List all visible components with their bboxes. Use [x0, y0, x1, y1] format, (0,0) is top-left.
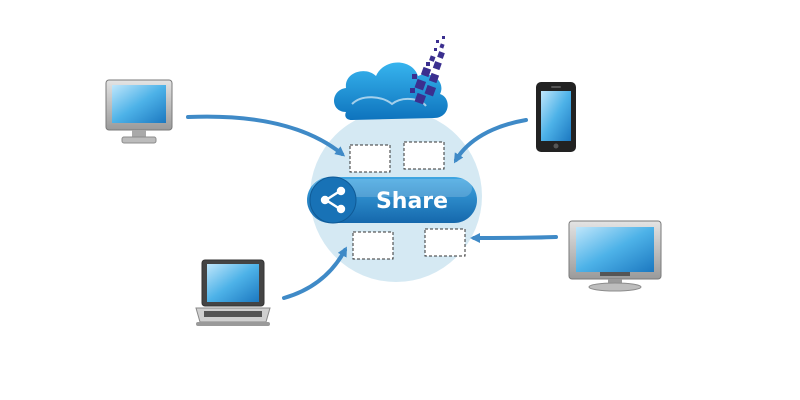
arrow-from-smartphone: [453, 118, 528, 164]
arrow-from-desktop: [186, 114, 346, 157]
hub-slot-top-right: [403, 141, 445, 170]
arrows: [186, 114, 558, 300]
share-icon: [320, 186, 346, 214]
laptop-icon: [195, 259, 271, 326]
share-icon-badge: [309, 176, 357, 224]
arrow-from-tv: [470, 232, 558, 243]
share-button-label: Share: [376, 189, 448, 214]
hub-slot-top-left: [349, 144, 391, 173]
arrow-from-laptop: [282, 246, 347, 300]
share-button[interactable]: Share: [307, 176, 477, 224]
hub-slot-bottom-right: [424, 228, 466, 257]
smartphone-icon: [536, 82, 576, 152]
tv-monitor-icon: [568, 220, 662, 292]
hub-slot-bottom-left: [352, 231, 394, 260]
desktop-monitor-icon: [105, 79, 173, 144]
cloud-pixel-squares: [410, 36, 445, 105]
cloud-icon: [334, 36, 448, 120]
